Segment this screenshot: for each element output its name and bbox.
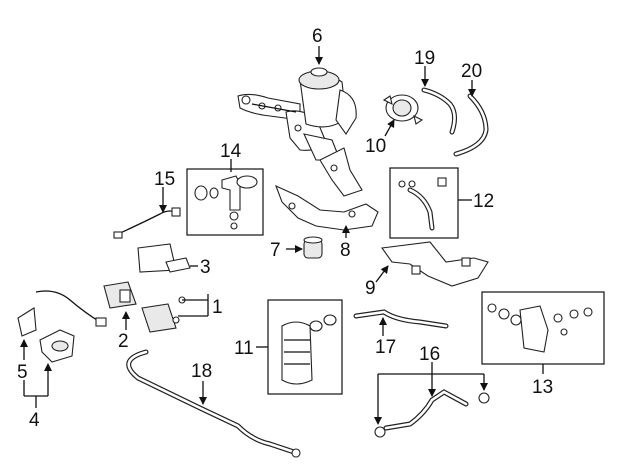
part-9-heat-shield [381,241,489,287]
part-12-kit [389,167,459,239]
callout-8: 8 [340,240,351,261]
part-19-hose [421,87,458,135]
callout-1: 1 [212,297,223,318]
callout-9: 9 [365,278,376,299]
callout-3: 3 [200,257,211,278]
part-7-insulator [303,236,323,259]
leader-lines [20,46,544,425]
callout-11: 11 [234,338,254,359]
callout-2: 2 [118,331,129,352]
part-6-pump-assembly [237,67,357,161]
part-10-small-pump [382,94,424,125]
callout-12: 12 [473,191,494,212]
callout-6: 6 [312,26,323,47]
part-20-hose [453,93,489,157]
part-15-harness [113,207,181,239]
callout-19: 19 [414,48,435,69]
part-13-kit [481,291,605,365]
part-2-sensor [103,281,137,309]
callout-18: 18 [191,361,212,382]
callout-4: 4 [29,410,40,431]
callout-15: 15 [154,169,175,190]
part-4-5-sensor-harness [17,290,107,363]
part-14-kit [186,168,264,236]
callout-10: 10 [365,136,386,157]
part-18-pipe [126,349,301,458]
part-16-pipe [374,389,490,438]
callout-16: 16 [419,344,440,365]
callout-7: 7 [270,240,281,261]
callout-20: 20 [461,61,482,82]
callout-5: 5 [17,362,28,383]
part-11-boot-kit [267,299,343,395]
callout-17: 17 [375,337,396,358]
callout-14: 14 [220,141,242,162]
callout-13: 13 [532,377,553,398]
part-3-sensor [137,243,191,273]
part-17-pipe [353,309,449,329]
part-1-sensor [141,296,186,333]
callout-labels: 6 19 20 10 14 15 12 7 8 3 9 1 2 11 17 16… [17,26,553,431]
part-8-bracket [275,147,379,231]
